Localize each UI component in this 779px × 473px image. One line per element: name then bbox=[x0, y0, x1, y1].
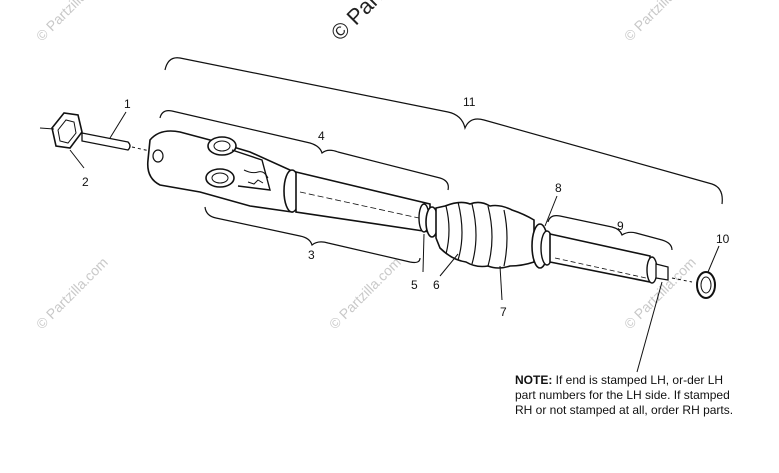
snap-ring-part-10 bbox=[696, 271, 716, 299]
cv-boot-part-6 bbox=[425, 201, 535, 269]
stub-shaft-part-9 bbox=[549, 233, 693, 284]
callout-8: 8 bbox=[555, 181, 562, 195]
u-joint-yoke bbox=[146, 130, 301, 213]
callout-10: 10 bbox=[716, 232, 730, 246]
callout-2: 2 bbox=[82, 175, 89, 189]
callout-9: 9 bbox=[617, 219, 624, 233]
bracket-11 bbox=[164, 57, 723, 205]
callout-11: 11 bbox=[463, 95, 476, 109]
callout-1: 1 bbox=[124, 97, 131, 111]
callout-7: 7 bbox=[500, 305, 507, 319]
bracket-9 bbox=[547, 215, 673, 251]
watermark-mid-center: © Partzilla.com bbox=[326, 254, 404, 332]
note-body: If end is stamped LH, or-der LH part num… bbox=[515, 373, 734, 417]
watermark-top-right: © Partzilla.com bbox=[621, 0, 699, 44]
roll-pin-part-1 bbox=[81, 132, 151, 152]
callout-5: 5 bbox=[411, 278, 418, 292]
leader-lines bbox=[69, 111, 720, 373]
inner-shaft bbox=[295, 170, 431, 233]
watermark-top: © Partzilla.com bbox=[326, 0, 449, 46]
bracket-4 bbox=[159, 110, 449, 191]
watermark-mid-left: © Partzilla.com bbox=[33, 254, 111, 332]
note-text: NOTE: If end is stamped LH, or-der LH pa… bbox=[515, 373, 735, 418]
washer-part-2 bbox=[39, 112, 83, 149]
bracket-3 bbox=[204, 206, 421, 264]
callout-3: 3 bbox=[308, 248, 315, 262]
watermark-top-left: © Partzilla.com bbox=[33, 0, 111, 44]
callout-4: 4 bbox=[318, 129, 325, 143]
callout-6: 6 bbox=[433, 278, 440, 292]
note-label: NOTE: bbox=[515, 373, 553, 387]
